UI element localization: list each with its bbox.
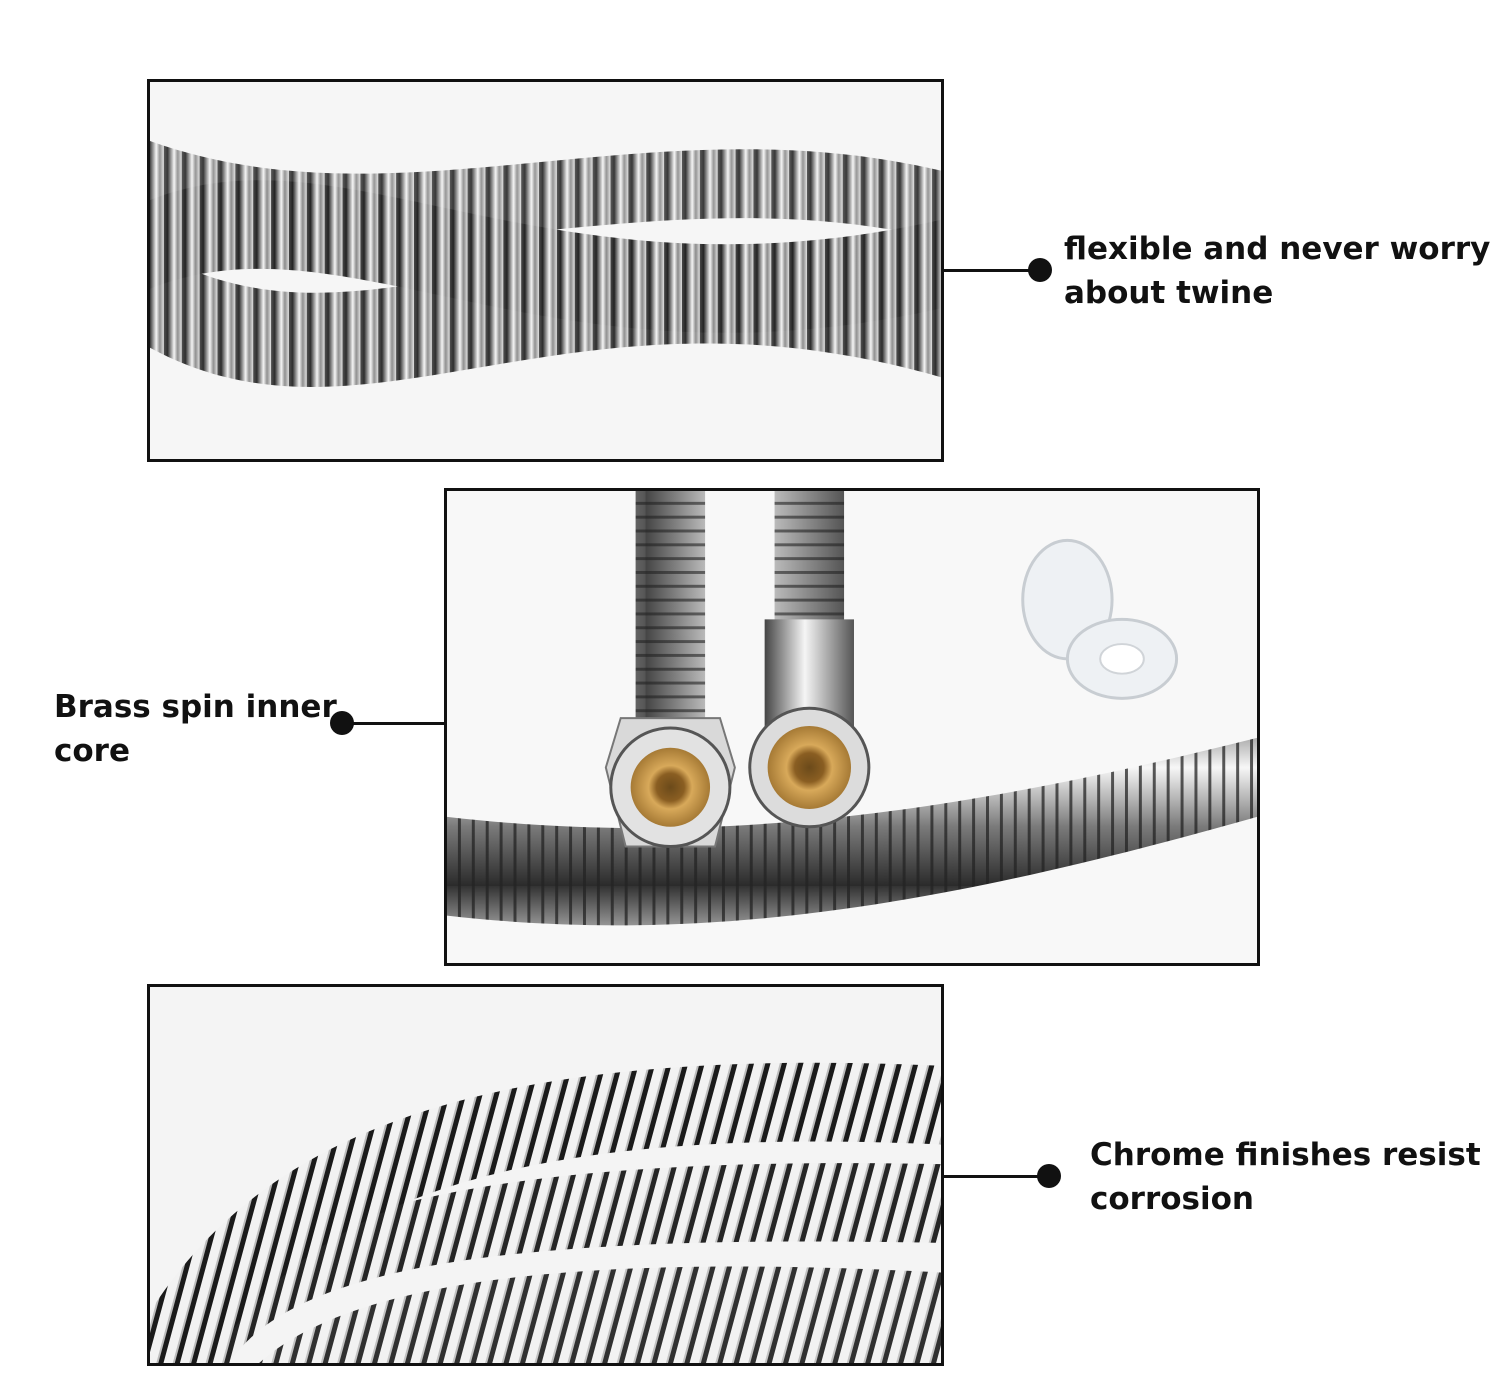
leader-dot-core (330, 711, 354, 735)
leader-dot-twine (1028, 258, 1052, 282)
leader-line-twine (944, 269, 1044, 272)
coiled-hose-photo (147, 984, 944, 1366)
braided-hose-photo (147, 79, 944, 462)
leader-line-corrosion (944, 1175, 1059, 1178)
callout-core: Brass spin inner core (54, 689, 337, 769)
leader-line-core (344, 722, 444, 725)
callout-twine: flexible and never worry about twine (1064, 231, 1491, 311)
leader-dot-corrosion (1037, 1164, 1061, 1188)
callout-corrosion: Chrome finishes resist corrosion (1090, 1137, 1481, 1217)
brass-fittings-photo (444, 488, 1260, 966)
